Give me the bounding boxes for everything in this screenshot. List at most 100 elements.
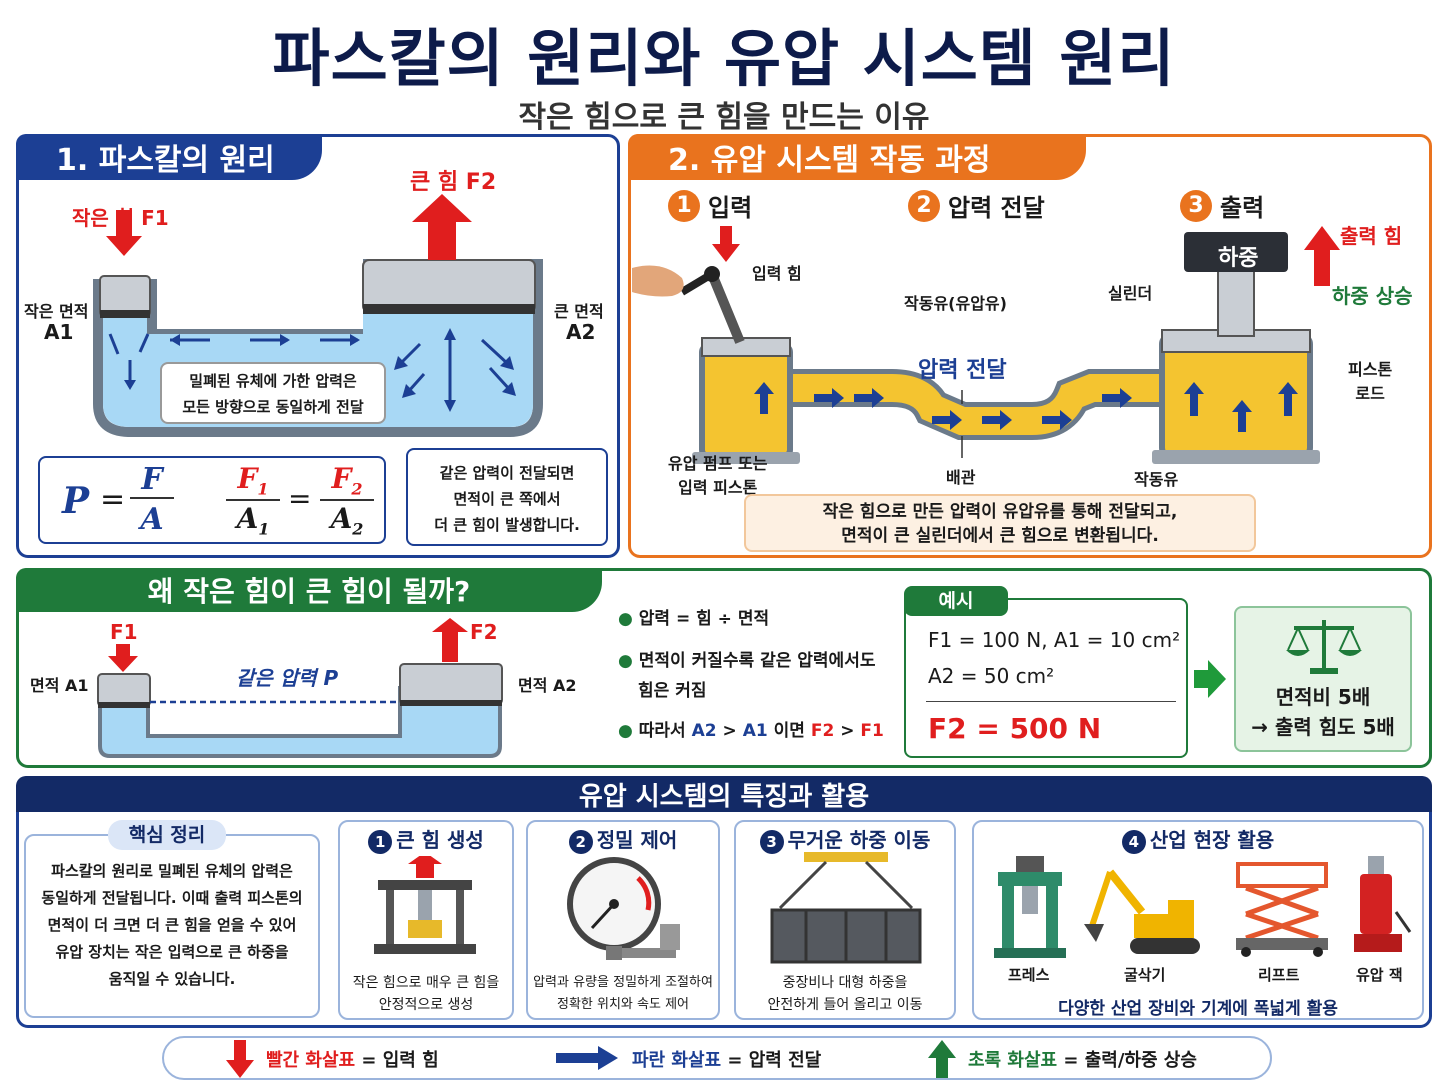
feature-caption-industry: 다양한 산업 장비와 기계에 폭넓게 활용: [1058, 999, 1338, 1019]
example-line1: F1 = 100 N, A1 = 10 cm²: [928, 628, 1181, 652]
summary-tab: 핵심 정리: [108, 820, 226, 850]
small-piston-2: [97, 673, 151, 707]
formula-f: F: [130, 462, 174, 499]
blue-arrow-icon: [556, 1046, 618, 1070]
feature-caption-heavy-load: 중장비나 대형 하중을 안전하게 들어 올리고 이동: [767, 975, 923, 1013]
green-arrow-icon: [928, 1040, 956, 1078]
summary-text: 파스칼의 원리로 밀폐된 유체의 압력은 동일하게 전달됩니다. 이때 출력 피…: [41, 862, 303, 988]
bullet-2: ● 면적이 커질수록 같은 압력에서도: [618, 651, 876, 671]
pipe-label: 배관: [946, 468, 976, 487]
formula-box: P = F A F1 A1 = F2 A2: [38, 456, 386, 544]
scissor-lift-icon: [1236, 862, 1328, 957]
formula-a1: A1: [236, 502, 270, 539]
example-line2: A2 = 50 cm²: [928, 664, 1055, 688]
input-arrow: [712, 226, 740, 262]
legend-red: 빨간 화살표 = 입력 힘: [266, 1050, 439, 1071]
heavy-load-icon: [770, 852, 922, 964]
area-note-line1: 같은 압력이 전달되면: [439, 464, 575, 482]
equipment-label-jack: 유압 잭: [1356, 966, 1403, 984]
piston-rod-label: 피스톤 로드: [1348, 360, 1393, 403]
formula-a: A: [140, 502, 164, 537]
f1-label: F1: [110, 620, 138, 644]
simple-pascal-diagram: [97, 618, 503, 758]
press-machine-icon: [994, 856, 1066, 958]
load-label: 하중: [1218, 246, 1259, 271]
page-title: 파스칼의 원리와 유압 시스템 원리: [272, 22, 1176, 95]
bullet-3: ● 따라서 A2 > A1 이면 F2 > F1: [618, 721, 884, 741]
bullet-2b: 힘은 커짐: [638, 681, 707, 701]
piston-rod: [1217, 265, 1255, 337]
output-force-label: 출력 힘: [1340, 224, 1403, 248]
legend-green: 초록 화살표 = 출력/하중 상승: [968, 1050, 1197, 1071]
input-force-label: 입력 힘: [752, 264, 802, 283]
output-force-arrow: [412, 194, 472, 260]
pressure-label: 압력 전달: [918, 358, 1007, 383]
excavator-icon: [1084, 869, 1200, 954]
page-subtitle: 작은 힘으로 큰 힘을 만드는 이유: [518, 100, 930, 135]
same-pressure-label: 같은 압력 P: [236, 666, 339, 690]
hand-icon: [632, 265, 684, 297]
bullet-1: ● 압력 = 힘 ÷ 면적: [618, 609, 770, 629]
formula-eq2: =: [288, 482, 312, 515]
pump-label: 유압 펌프 또는 입력 피스톤: [668, 454, 768, 497]
fluid-note-line1: 밀폐된 유체에 가한 압력은: [189, 372, 357, 390]
features-tab: 유압 시스템의 특징과 활용: [16, 776, 1432, 812]
pascal-principle-tab: 1. 파스칼의 원리: [16, 134, 322, 180]
formula-f1: F1: [226, 462, 280, 501]
ratio-text: 면적비 5배 → 출력 힘도 5배: [1251, 685, 1395, 739]
example-divider: [926, 701, 1176, 702]
cylinder-label: 실린더: [1108, 284, 1153, 303]
industry-equipment-icons: [994, 856, 1412, 958]
result-arrow-icon: [1194, 660, 1226, 698]
example-tab: 예시: [904, 586, 1008, 616]
area1-label: 면적 A1: [30, 676, 89, 695]
big-area-symbol: A2: [566, 320, 596, 344]
small-area-label: 작은 면적: [24, 302, 89, 321]
big-force-label: 큰 힘 F2: [410, 170, 497, 195]
formula-eq1: =: [100, 482, 126, 517]
reason-bullets: ● 압력 = 힘 ÷ 면적 ● 면적이 커질수록 같은 압력에서도 힘은 커짐 …: [618, 604, 884, 746]
feature-caption-power: 작은 힘으로 매우 큰 힘을 안정적으로 생성: [352, 975, 500, 1013]
equipment-label-excavator: 굴삭기: [1124, 966, 1166, 984]
small-area-symbol: A1: [44, 320, 74, 344]
hydraulic-jack-icon: [1354, 856, 1412, 952]
pressure-gauge-icon: [567, 857, 680, 960]
formula-a2: A2: [330, 502, 364, 539]
process-summary-box: 작은 힘으로 만든 압력이 유압유를 통해 전달되고, 면적이 큰 실린더에서 …: [744, 494, 1256, 552]
red-arrow-icon: [226, 1040, 254, 1078]
feature-caption-precision: 압력과 유량을 정밀하게 조절하여 정확한 위치와 속도 제어: [533, 975, 713, 1012]
f2-label: F2: [470, 620, 498, 644]
why-tab: 왜 작은 힘이 큰 힘이 될까?: [16, 568, 602, 612]
output-arrow: [1304, 226, 1340, 286]
legend-blue: 파란 화살표 = 압력 전달: [632, 1050, 822, 1071]
pump-cylinder: [699, 343, 793, 459]
large-piston-2: [399, 663, 503, 705]
area2-label: 면적 A2: [518, 676, 577, 695]
load-up-label: 하중 상승: [1332, 284, 1413, 308]
load-block: [1184, 232, 1288, 272]
formula-p: P: [62, 480, 90, 522]
formula-f2: F2: [320, 462, 374, 501]
hydraulic-process-tab: 2. 유압 시스템 작동 과정: [628, 134, 1086, 180]
fluid-label: 작동유(유압유): [904, 294, 1007, 313]
input-force-arrow: [106, 210, 142, 256]
big-area-label: 큰 면적: [554, 302, 604, 321]
oil-label: 작동유: [1134, 470, 1179, 489]
area-note-box: 같은 압력이 전달되면 면적이 큰 쪽에서 더 큰 힘이 발생합니다.: [406, 448, 608, 546]
scale-icon: [1286, 620, 1362, 674]
fluid-note-line2: 모든 방향으로 동일하게 전달: [182, 398, 364, 416]
equipment-label-press: 프레스: [1008, 966, 1050, 984]
small-force-label: 작은 힘 F1: [72, 206, 169, 230]
fluid-note-box: 밀폐된 유체에 가한 압력은 모든 방향으로 동일하게 전달: [160, 362, 386, 424]
area-note-line2: 면적이 큰 쪽에서: [453, 490, 561, 508]
example-box: [904, 598, 1188, 758]
example-result: F2 = 500 N: [928, 712, 1102, 745]
press-icon: [374, 856, 476, 954]
